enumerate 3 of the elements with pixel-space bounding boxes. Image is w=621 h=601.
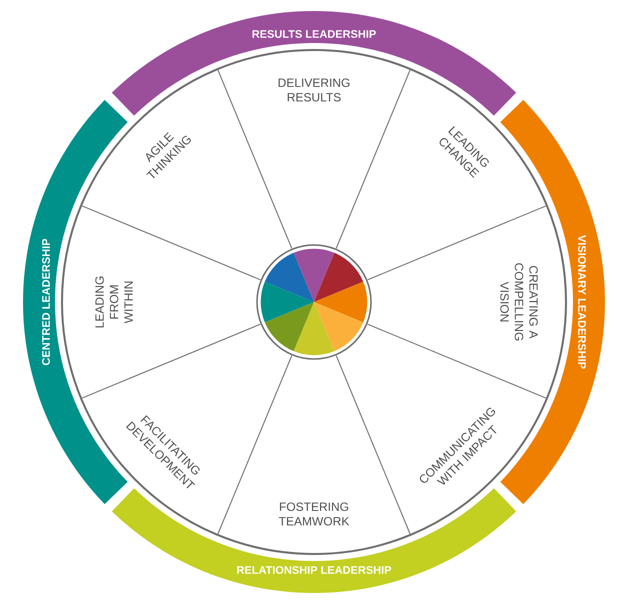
sector-label: DELIVERING RESULTS (278, 78, 350, 102)
sector-label: CREATING A COMPELLING VISION (500, 263, 538, 340)
sector-label: FOSTERING TEAMWORK (278, 502, 350, 526)
